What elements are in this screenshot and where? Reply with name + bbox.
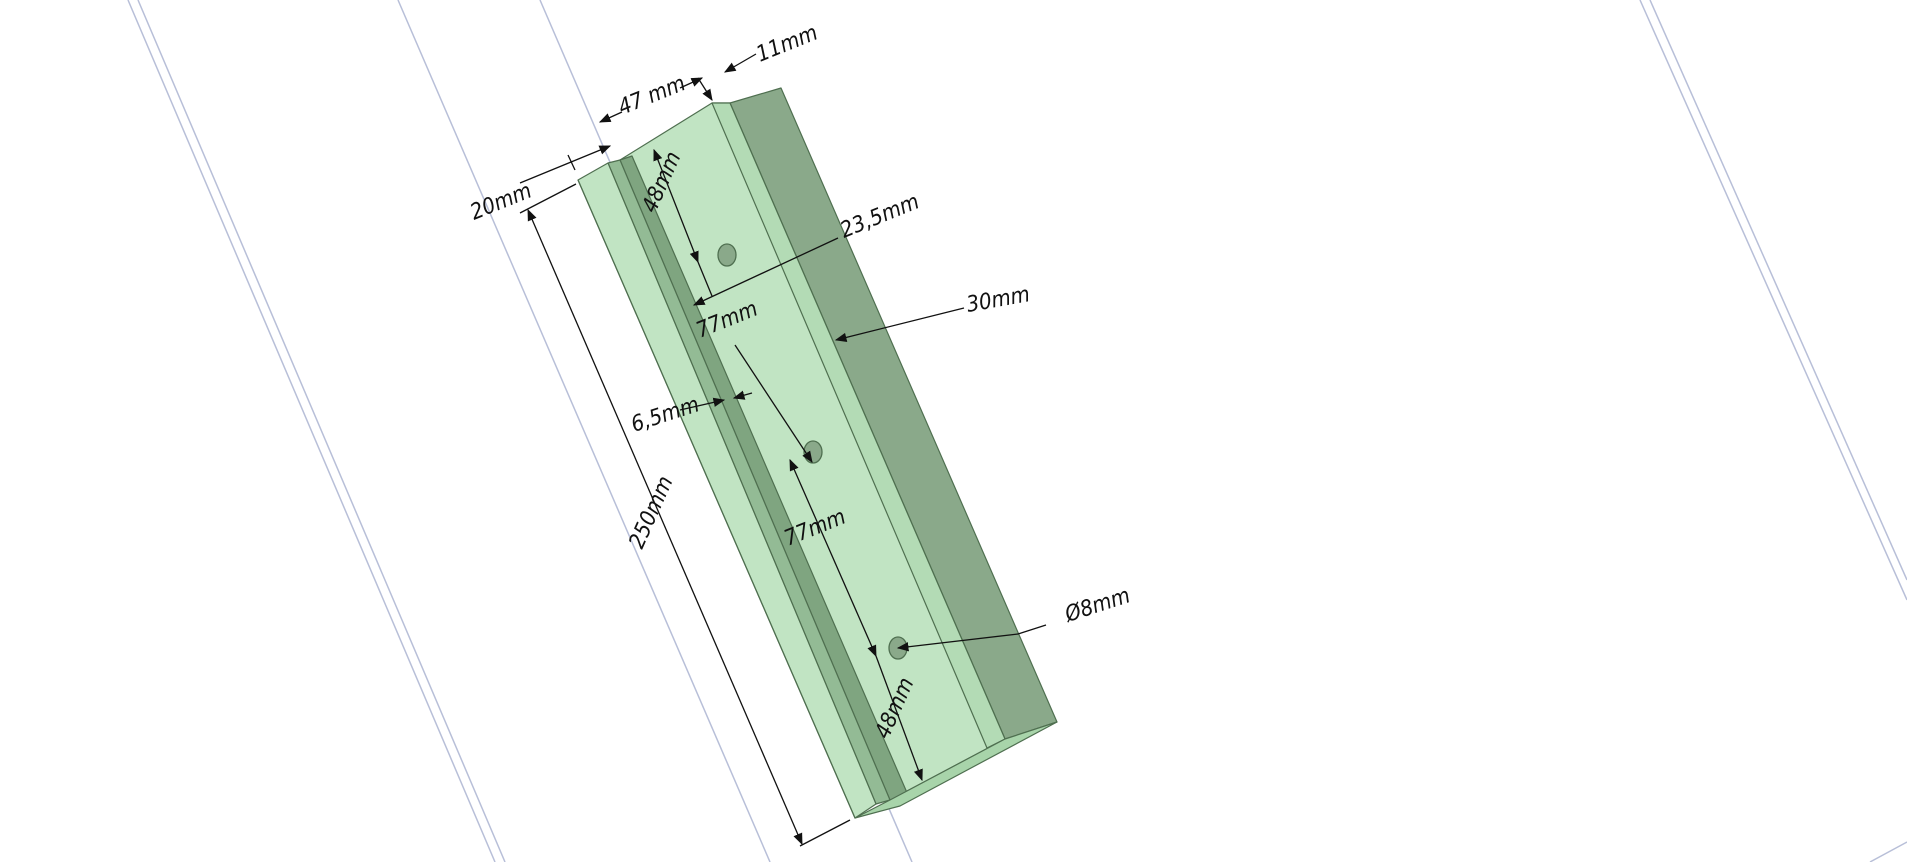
dim-line [527,208,803,846]
dimension-lines [519,53,1047,847]
dim-line [896,633,1019,652]
hole[interactable] [803,440,823,464]
dim-line [567,154,576,171]
dim-line [697,77,713,101]
guide-line [137,0,506,862]
guide-line [1869,841,1907,862]
dim-line [598,111,623,123]
dim-label-20mm: 20mm [467,179,535,226]
bottom-face [854,721,1058,819]
dim-label-8mm-diameter: Ø8mm [1061,583,1133,628]
hole[interactable] [717,243,737,267]
dim-line [723,53,757,73]
dim-line [789,458,877,658]
dim-line [834,307,965,342]
dim-line [519,145,612,184]
guide-line [1639,0,1907,601]
dim-line [1017,624,1047,635]
dim-line [799,819,851,847]
dim-line [875,655,923,782]
dim-line [519,183,577,214]
guide-line [127,0,496,862]
dim-label-30mm: 30mm [965,282,1032,318]
dim-label-23-5mm: 23,5mm [837,189,923,243]
dim-line [679,77,704,89]
guide-line [1649,0,1907,581]
dim-label-47mm: 47 mm [615,71,689,120]
dim-label-11mm: 11mm [753,21,821,68]
